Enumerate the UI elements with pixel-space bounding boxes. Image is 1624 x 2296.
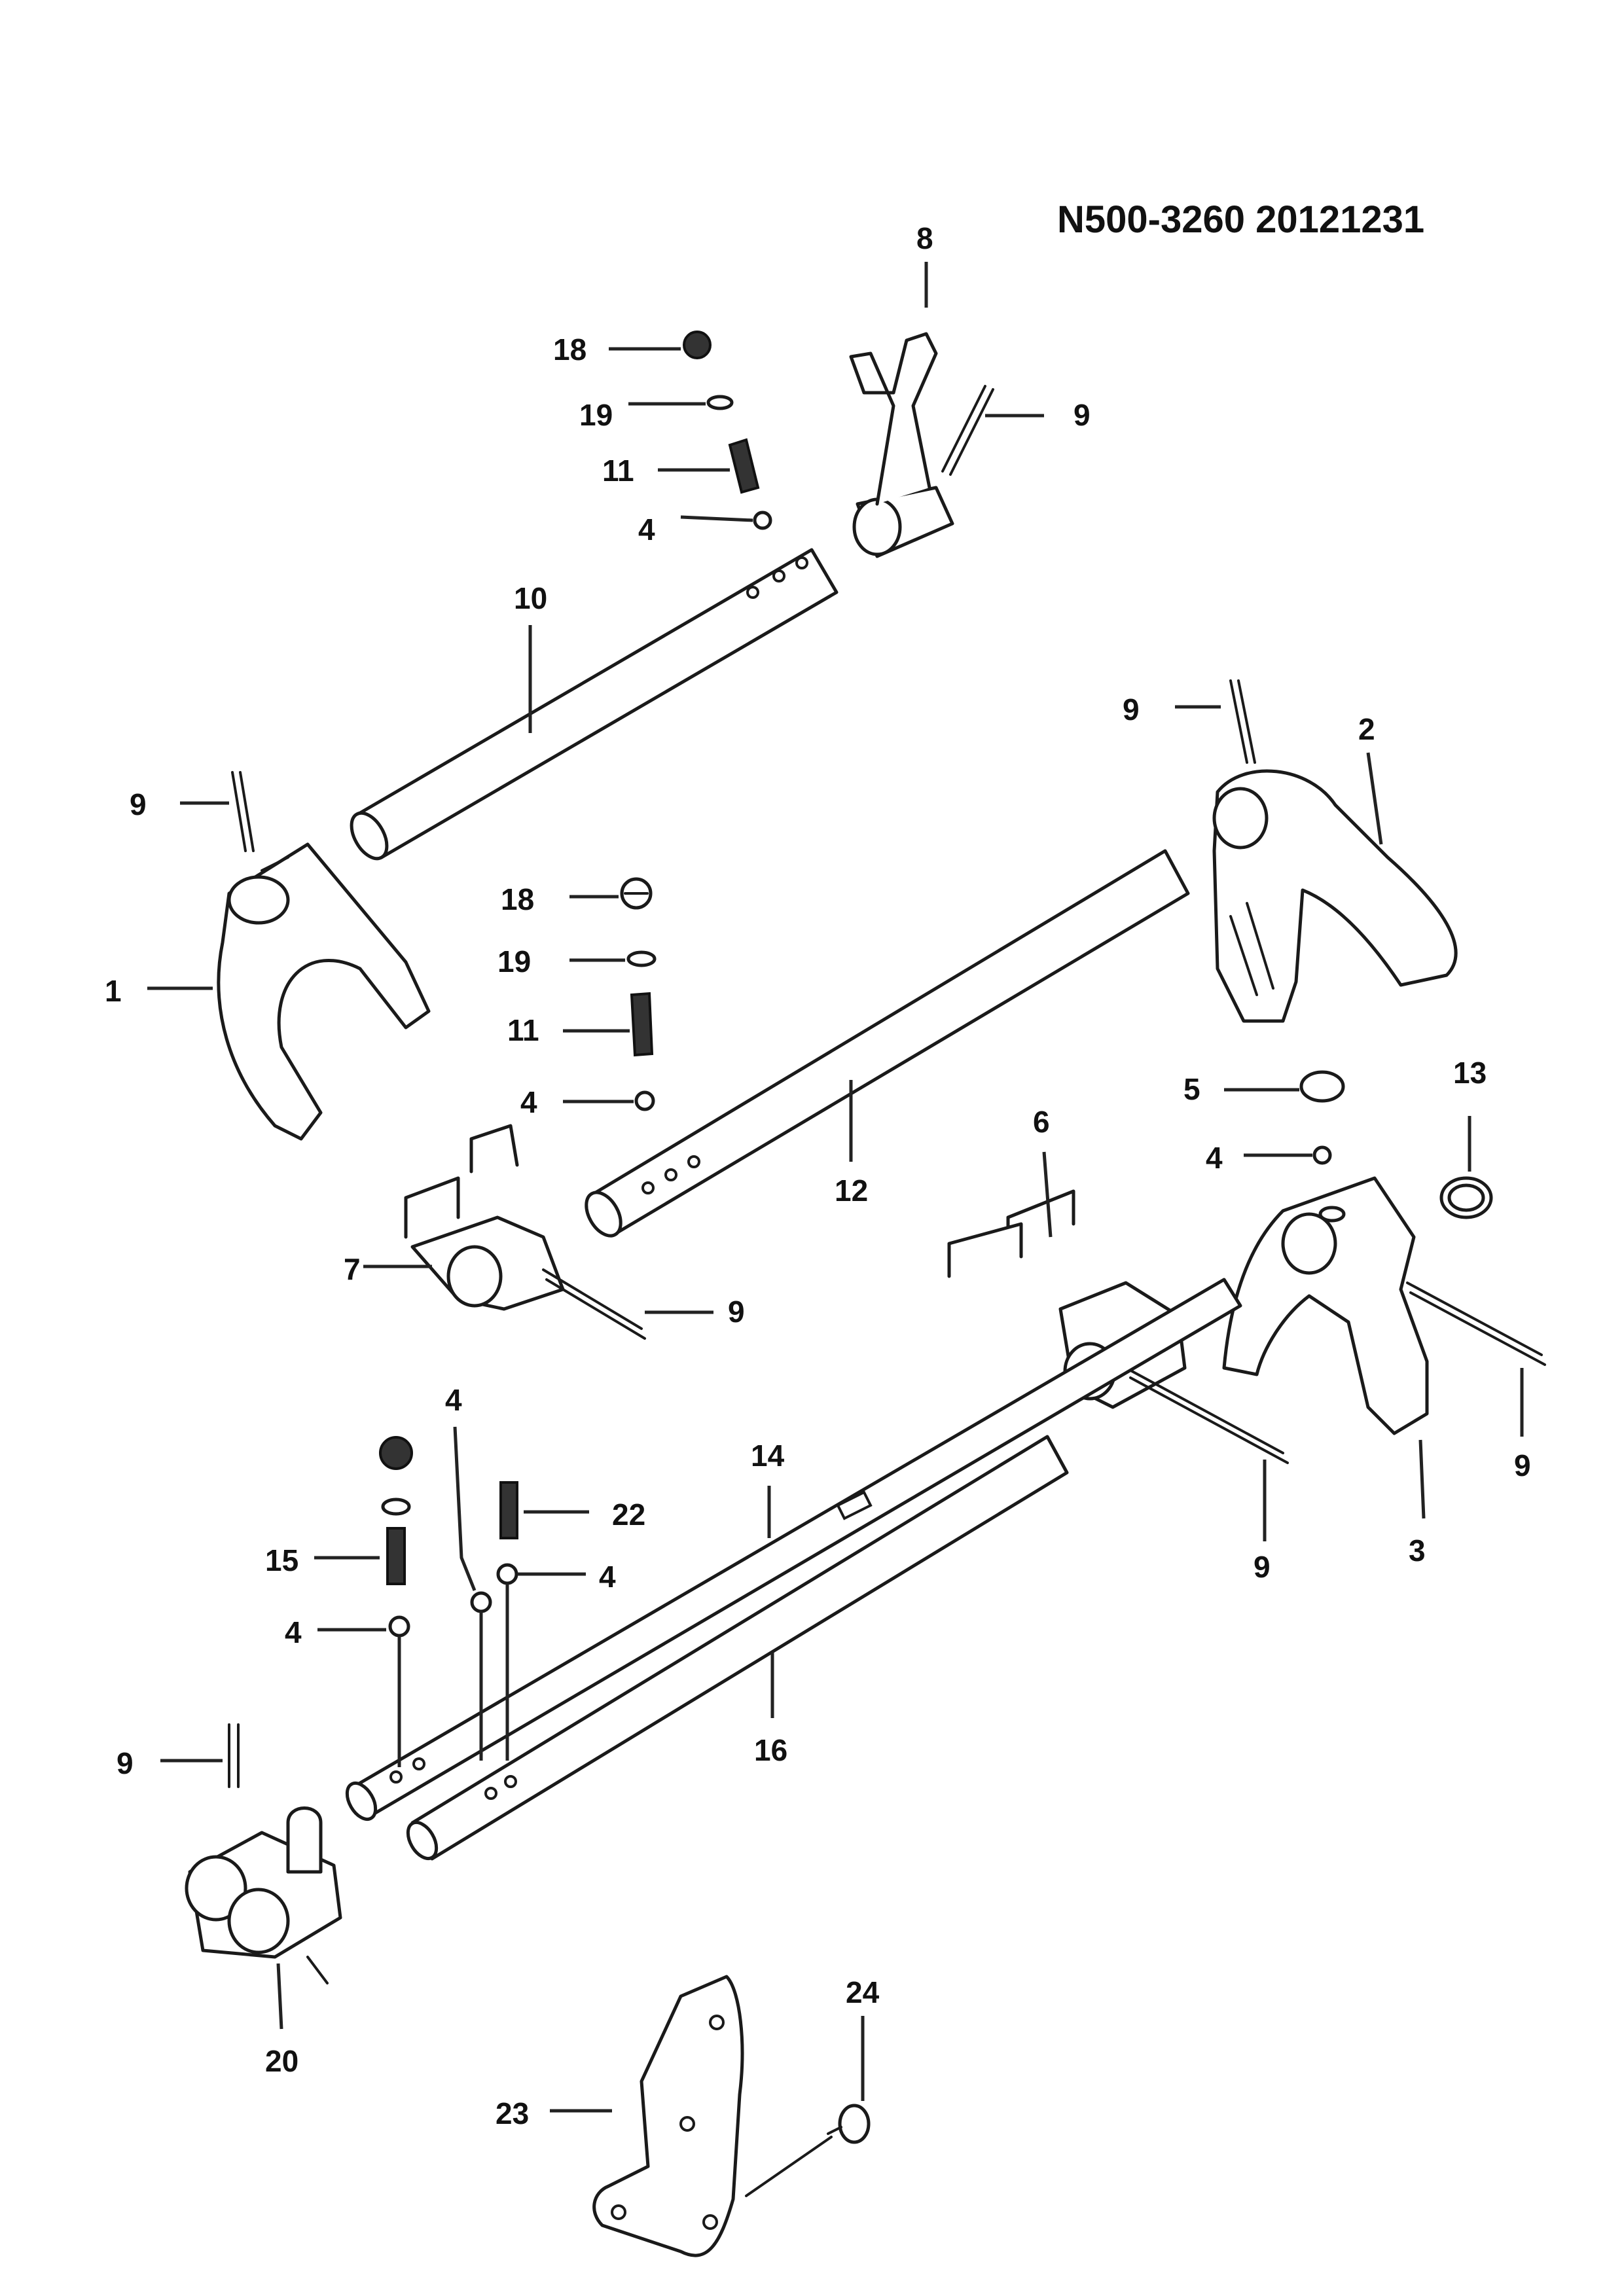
ball-4-upper — [753, 511, 772, 530]
spring-pin-9-fork-7 — [542, 1268, 646, 1340]
callout-9-fork-6: 9 — [1254, 1550, 1271, 1584]
callout-4-middle: 4 — [520, 1085, 537, 1119]
callout-7: 7 — [344, 1252, 361, 1286]
callout-11-middle: 11 — [507, 1013, 539, 1047]
callout-4-lower-left: 4 — [285, 1615, 302, 1649]
detent-plug-18-upper — [683, 331, 712, 359]
ball-4-lower-c — [496, 1563, 518, 1761]
leader-6 — [1042, 1151, 1053, 1238]
detent-plug-18-middle — [620, 877, 653, 910]
callout-22: 22 — [612, 1498, 645, 1532]
leader-4a — [680, 515, 753, 522]
callout-4-right: 4 — [1206, 1141, 1223, 1175]
spring-11-upper — [728, 438, 760, 494]
callout-12: 12 — [835, 1174, 868, 1208]
spring-pin-9-fork-1 — [231, 771, 255, 852]
callout-1: 1 — [105, 974, 122, 1008]
callout-19-middle: 19 — [497, 944, 531, 978]
shift-fork-7 — [404, 1124, 565, 1311]
callout-6: 6 — [1033, 1105, 1050, 1139]
rod-16 — [406, 1435, 1069, 1861]
callout-9-fork-3: 9 — [1514, 1448, 1531, 1482]
spring-pin-9-fork-2 — [1229, 679, 1256, 764]
spring-22 — [499, 1481, 518, 1539]
shift-fork-3 — [1222, 1176, 1429, 1435]
callout-4-lower-right: 4 — [599, 1560, 616, 1594]
rod-10 — [350, 548, 839, 861]
spring-15 — [386, 1527, 406, 1585]
callout-3: 3 — [1409, 1534, 1426, 1568]
detent-plug-lower — [379, 1436, 413, 1470]
callout-4-lower-top: 4 — [445, 1383, 462, 1417]
callout-10: 10 — [514, 581, 547, 615]
callout-9-fork-7: 9 — [728, 1295, 745, 1329]
ball-4-right — [1312, 1145, 1332, 1165]
washer-19-upper — [706, 395, 734, 410]
spring-pin-9-upper — [941, 385, 994, 476]
spring-pin-9-fork-3 — [1406, 1282, 1546, 1366]
selector-block-20 — [185, 1806, 342, 1984]
rod-12 — [585, 849, 1190, 1238]
rod-14 — [345, 1278, 1242, 1821]
spring-11-middle — [630, 992, 654, 1057]
leader-2 — [1366, 752, 1383, 845]
ball-4-middle — [634, 1090, 655, 1111]
callout-8: 8 — [916, 221, 933, 255]
callout-2: 2 — [1358, 712, 1375, 746]
leader-20 — [276, 1963, 283, 2030]
document-code: N500-3260 20121231 — [1057, 198, 1424, 241]
callout-24: 24 — [846, 1975, 880, 2009]
callout-11-upper: 11 — [602, 454, 634, 488]
callout-14: 14 — [751, 1439, 785, 1473]
leader-3 — [1418, 1439, 1426, 1519]
leader-4d — [453, 1426, 477, 1591]
spring-pin-9-block — [228, 1723, 240, 1788]
callout-16: 16 — [754, 1733, 787, 1767]
callout-18-upper: 18 — [553, 332, 586, 367]
callout-4-upper: 4 — [638, 512, 655, 547]
o-ring-13 — [1439, 1176, 1493, 1219]
callout-15: 15 — [265, 1543, 298, 1577]
bolt-24 — [745, 2104, 871, 2197]
callout-13: 13 — [1453, 1056, 1487, 1090]
ball-4-lower-b — [470, 1591, 492, 1761]
callout-9-block: 9 — [117, 1746, 134, 1780]
callout-9-fork-8: 9 — [1074, 398, 1091, 432]
callout-19-upper: 19 — [579, 398, 613, 432]
washer-lower — [381, 1498, 411, 1516]
callout-5: 5 — [1183, 1072, 1200, 1106]
callout-9-fork-2: 9 — [1123, 692, 1140, 726]
callout-9-fork-1: 9 — [130, 787, 147, 821]
plug-5 — [1299, 1070, 1345, 1103]
shift-fork-8 — [849, 332, 954, 558]
ball-4-lower-a — [388, 1615, 410, 1767]
spring-pin-9-fork-6 — [1125, 1367, 1289, 1464]
callout-18-middle: 18 — [501, 882, 534, 916]
callout-20: 20 — [265, 2044, 298, 2078]
shift-fork-2 — [1212, 769, 1458, 1023]
washer-19-middle — [626, 950, 657, 967]
shift-fork-1 — [217, 842, 431, 1141]
callout-23: 23 — [496, 2096, 529, 2130]
bracket-23 — [592, 1975, 744, 2257]
